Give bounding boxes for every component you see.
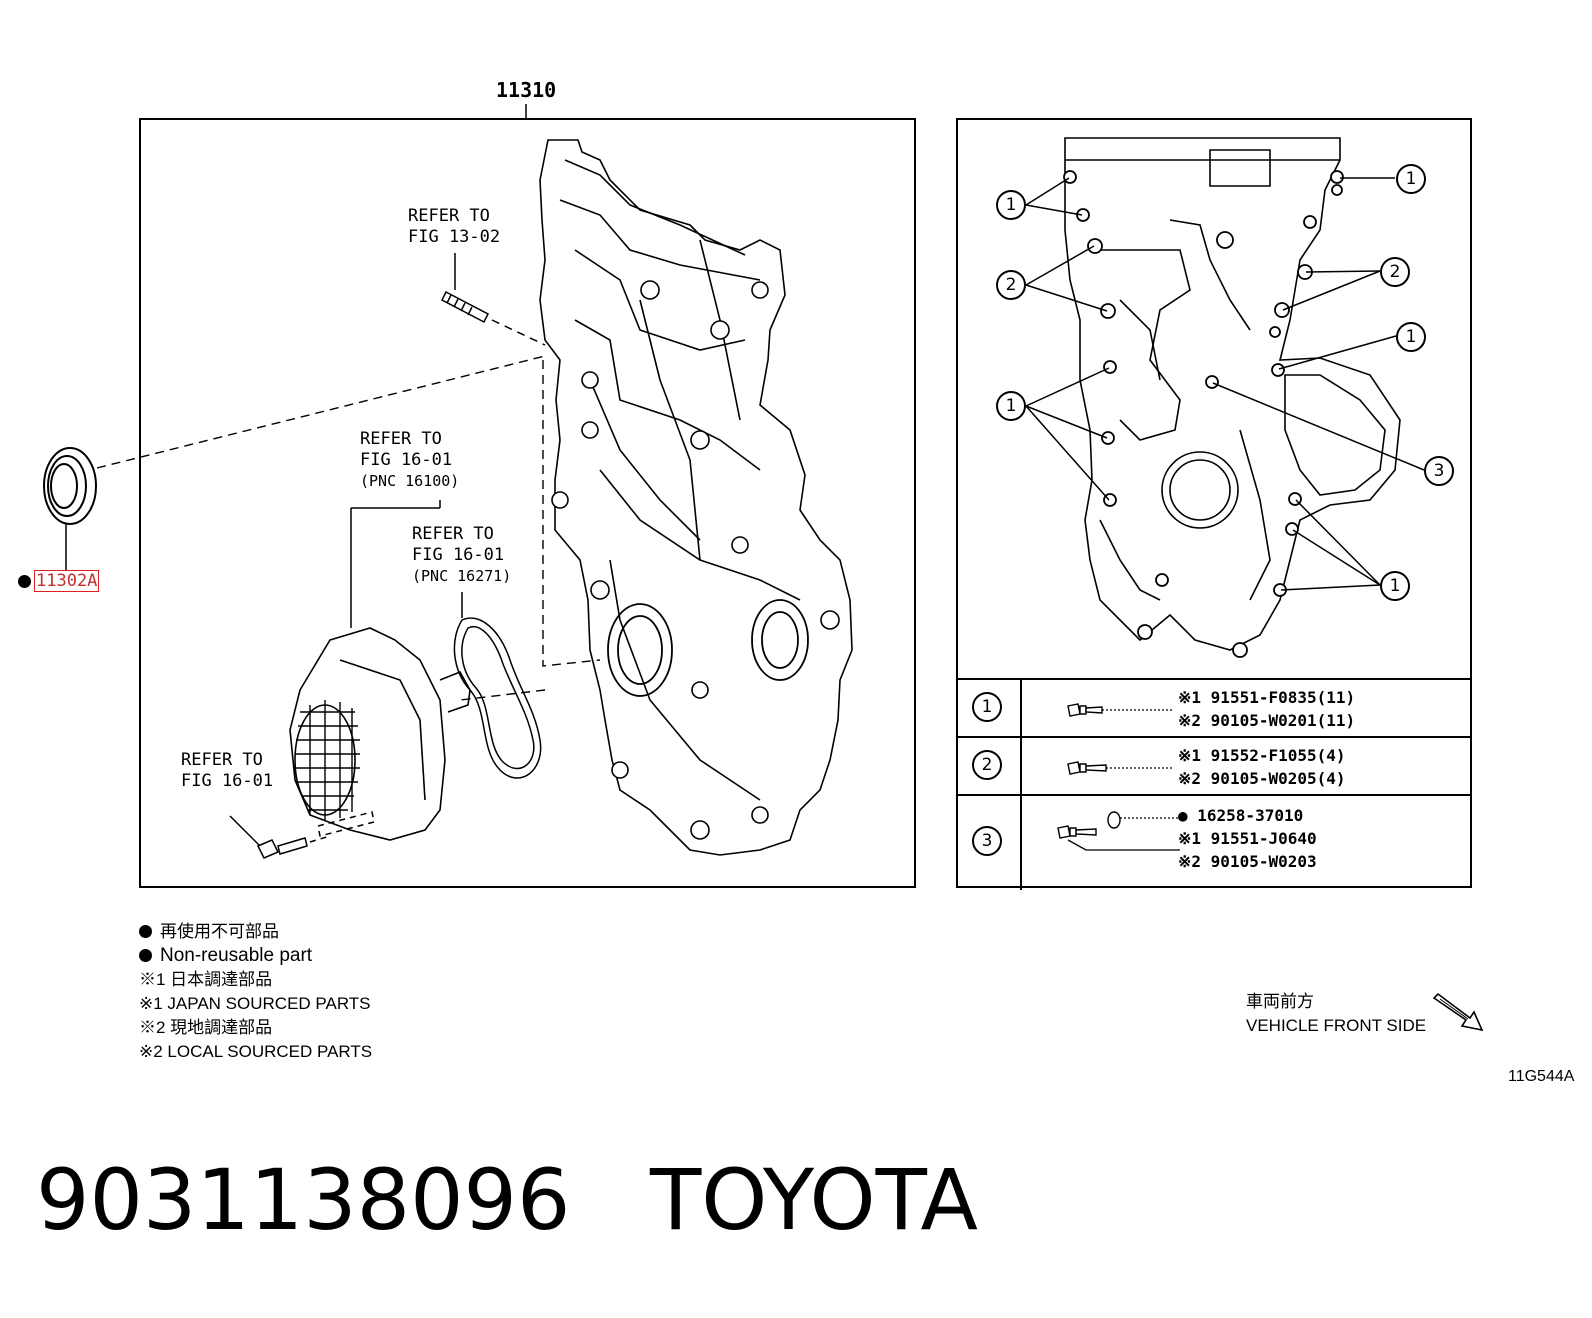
front-side-jp: 車両前方 — [1246, 992, 1314, 1011]
bolt-lower — [229, 811, 375, 859]
vehicle-front-side: 車両前方 VEHICLE FRONT SIDE — [1246, 990, 1426, 1038]
row-number-cell: 2 — [956, 738, 1022, 796]
legend-item-nonreusable-jp: 再使用不可部品 — [139, 920, 372, 944]
non-reusable-dot-icon — [139, 925, 152, 938]
legend-item-japan-en: ※1 JAPAN SOURCED PARTS — [139, 994, 371, 1013]
front-side-en: VEHICLE FRONT SIDE — [1246, 1016, 1427, 1035]
footer-brand: TOYOTA — [650, 1151, 978, 1249]
row-number-circle: 3 — [972, 826, 1002, 856]
refer-fig-13-02-label: REFER TO FIG 13-02 — [408, 206, 501, 247]
parts-table-row-2: 2 ※1 91552-F1055(4) ※2 90105-W0205(4) — [956, 736, 1472, 796]
legend: 再使用不可部品 Non-reusable part ※1 日本調達部品 ※1 J… — [139, 920, 372, 1064]
refer-fig-16-01-gasket-label: REFER TO FIG 16-01 — [412, 524, 505, 565]
assembly-number: 11310 — [496, 78, 557, 102]
refer-fig-16-01-bolt-label: REFER TO FIG 16-01 — [181, 750, 274, 791]
bolt-callout-1c: 1 — [1396, 164, 1426, 194]
legend-item-local-en: ※2 LOCAL SOURCED PARTS — [139, 1042, 373, 1061]
bolt-leaders — [1025, 177, 1425, 591]
part-number-local[interactable]: ※2 90105-W0203 — [1178, 852, 1317, 871]
refer-pnc-16100-label: (PNC 16100) — [360, 472, 460, 490]
bolt-callout-2a: 2 — [996, 270, 1026, 300]
non-reusable-dot-icon — [18, 574, 31, 588]
water-pump-impeller-hatch — [296, 700, 360, 820]
stud-bolt-upper — [441, 253, 546, 346]
crank-seal-bore — [607, 599, 809, 697]
seal-part-number[interactable]: 11302A — [34, 570, 100, 592]
bolt-callout-1a: 1 — [996, 190, 1026, 220]
parts-table-row-1: 1 ※1 91551-F0835(11) ※2 90105-W0201(11) — [956, 678, 1472, 738]
bolt-points — [1063, 170, 1344, 658]
bolt-callout-2b: 2 — [1380, 257, 1410, 287]
bolt-icon — [1067, 703, 1174, 717]
front-direction-arrow-icon — [1432, 992, 1484, 1032]
part-number-jp[interactable]: ※1 91551-F0835(11) — [1178, 688, 1356, 707]
main-figure-frame — [139, 118, 916, 888]
part-number-jp[interactable]: ※1 91551-J0640 — [1178, 829, 1317, 848]
legend-item-japan-jp: ※1 日本調達部品 — [139, 970, 273, 989]
timing-cover-outline — [539, 139, 853, 856]
part-number-jp[interactable]: ※1 91552-F1055(4) — [1178, 746, 1346, 765]
oil-seal-11302a — [43, 447, 97, 570]
bolt-view-frame — [956, 118, 1472, 888]
cover-bolt-holes — [551, 280, 840, 840]
parts-table: 1 ※1 91551-F0835(11) ※2 90105-W0201(11) … — [956, 678, 1472, 890]
refer-fig-16-01-pump-label: REFER TO FIG 16-01 — [360, 429, 453, 470]
bolt-callout-3: 3 — [1424, 456, 1454, 486]
bolt-icon — [1067, 761, 1174, 775]
refer-pnc-16271-label: (PNC 16271) — [412, 567, 512, 585]
legend-item-nonreusable-en: Non-reusable part — [139, 944, 372, 968]
seal-part-callout[interactable]: 11302A — [18, 570, 100, 592]
bolt-with-washer-icon — [1057, 811, 1180, 851]
part-number-local[interactable]: ※2 90105-W0201(11) — [1178, 711, 1356, 730]
bolt-callout-1e: 1 — [1380, 571, 1410, 601]
row-number-cell: 1 — [956, 680, 1022, 738]
bolt-callout-1b: 1 — [996, 391, 1026, 421]
seal-dashed-leader — [96, 355, 546, 469]
row-number-circle: 1 — [972, 692, 1002, 722]
non-reusable-dot-icon — [139, 949, 152, 962]
legend-item-local-jp: ※2 現地調達部品 — [139, 1018, 273, 1037]
bolt-callout-1d: 1 — [1396, 322, 1426, 352]
parts-table-row-3: 3 ● 16258-37010 ※1 91551-J0640 ※2 90105-… — [956, 794, 1472, 890]
row-number-circle: 2 — [972, 750, 1002, 780]
gasket-part-number[interactable]: ● 16258-37010 — [1178, 806, 1304, 825]
water-pump — [289, 627, 471, 841]
figure-code: 11G544A — [1508, 1068, 1575, 1085]
row-number-cell: 3 — [956, 796, 1022, 890]
footer-part-number[interactable]: 9031138096 — [36, 1151, 571, 1249]
cover-front-outline — [1064, 137, 1401, 651]
part-number-local[interactable]: ※2 90105-W0205(4) — [1178, 769, 1346, 788]
